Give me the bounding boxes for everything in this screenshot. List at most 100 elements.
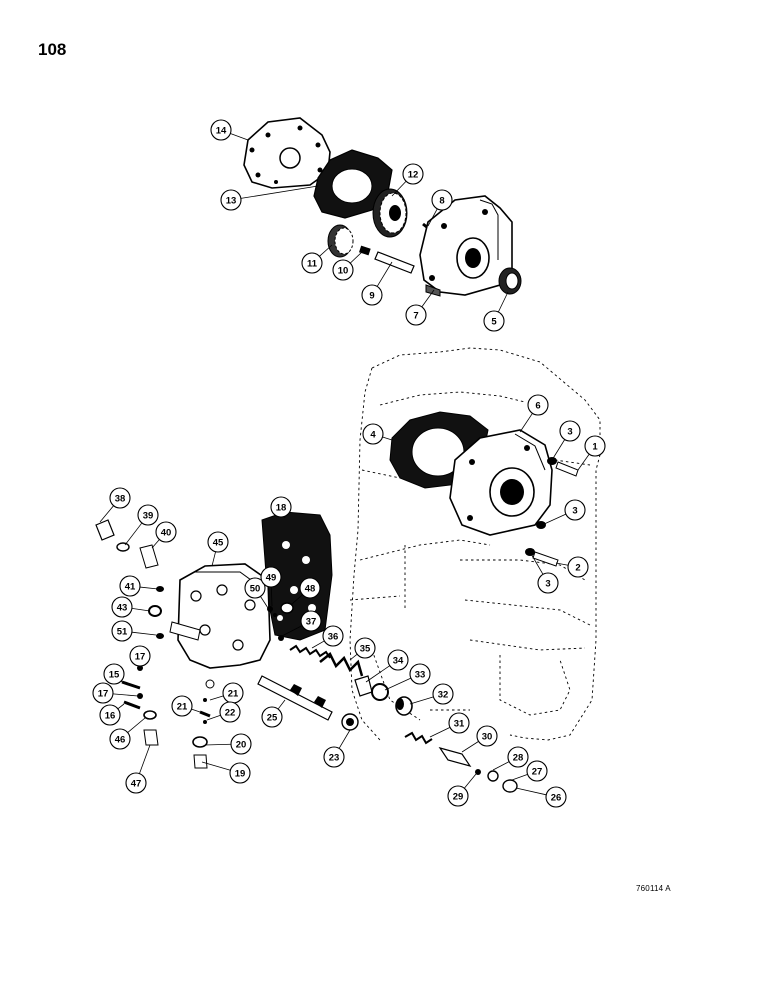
callout-shaft: 9: [361, 284, 383, 306]
callout-circle: [92, 682, 114, 704]
callout-washer-b: 3: [564, 499, 586, 521]
callout-label: 36: [328, 631, 339, 642]
page-number: 108: [38, 40, 67, 59]
leader-line-pump-body-installed: [519, 413, 533, 433]
callout-drive-gear: 11: [301, 252, 323, 274]
callout-label: 17: [135, 651, 146, 662]
callout-label: 21: [228, 688, 239, 699]
callout-label: 29: [453, 791, 464, 802]
callout-oring-39: 39: [137, 504, 159, 526]
callout-label: 20: [236, 739, 247, 750]
callout-circle: [354, 637, 376, 659]
callout-label: 35: [360, 643, 371, 654]
callout-oring-43: 43: [111, 596, 133, 618]
leader-line-oring-27: [511, 774, 528, 781]
leader-line-driven-gear: [391, 180, 407, 197]
leader-line-washer-c: [529, 551, 544, 575]
callout-label: 2: [575, 562, 580, 573]
leader-line-pump-body-exploded: [421, 289, 435, 308]
leader-line-sleeve-23: [338, 729, 351, 749]
leader-line-seal: [497, 291, 509, 313]
callout-circle: [109, 487, 131, 509]
callout-circle: [299, 577, 321, 599]
callout-label: 41: [125, 581, 136, 592]
callout-label: 33: [415, 669, 426, 680]
callout-circle: [119, 575, 141, 597]
callout-label: 22: [225, 707, 236, 718]
retainer-plug-group: [354, 675, 413, 716]
leader-line-key: [349, 251, 363, 264]
callout-circle: [244, 577, 266, 599]
callout-label: 27: [532, 766, 543, 777]
callout-spring-21-b: 21: [171, 695, 193, 717]
callout-circle: [171, 695, 193, 717]
callout-circle: [567, 556, 589, 578]
callout-plug-38: 38: [109, 487, 131, 509]
callout-spring-31: 31: [448, 712, 470, 734]
leader-line-gasket-upper: [240, 185, 319, 199]
callout-circle: [405, 304, 427, 326]
callout-driven-gear: 12: [402, 163, 424, 185]
leader-line-gasket-lower: [382, 436, 393, 441]
callout-circle: [431, 189, 453, 211]
leader-line-washer-b: [541, 513, 567, 526]
sleeve-23: [341, 713, 359, 731]
leader-line-oring-39: [124, 522, 143, 546]
callout-circle: [103, 663, 125, 685]
leader-line-spring-31: [429, 726, 451, 738]
leader-lines: [99, 133, 590, 796]
callout-circle: [155, 521, 177, 543]
leader-line-spring-36: [311, 640, 325, 649]
callout-plug-32: 32: [432, 683, 454, 705]
callout-circle: [409, 663, 431, 685]
driven-gear: [372, 188, 408, 238]
callout-ball-21-a: 21: [222, 682, 244, 704]
callout-circle: [476, 725, 498, 747]
callout-circle: [111, 596, 133, 618]
callout-circle: [229, 762, 251, 784]
callout-capscrew-upper: 1: [584, 435, 606, 457]
callout-label: 34: [393, 655, 404, 666]
leader-line-plug-47: [139, 744, 151, 774]
callout-washer-a: 3: [559, 420, 581, 442]
callout-circle: [526, 760, 548, 782]
leader-line-washer-a: [551, 439, 566, 461]
leader-line-fitting-40: [151, 539, 160, 549]
callout-label: 23: [329, 752, 340, 763]
callout-ball-29: 29: [447, 785, 469, 807]
callout-circle: [483, 310, 505, 332]
callout-cover-plate: 14: [210, 119, 232, 141]
callout-circle: [448, 712, 470, 734]
leader-line-oring-46: [127, 717, 146, 733]
callout-label: 4: [370, 429, 376, 440]
callout-fitting-40: 40: [155, 521, 177, 543]
leader-line-ball-22: [206, 714, 221, 721]
valve-check-parts: [267, 602, 294, 641]
callout-label: 49: [266, 572, 277, 583]
callout-circle: [584, 435, 606, 457]
pump-body-exploded: [419, 195, 513, 297]
callout-label: 39: [143, 510, 154, 521]
callout-label: 46: [115, 734, 126, 745]
leader-line-cover-plate: [230, 133, 249, 141]
callout-oring-46: 46: [109, 728, 131, 750]
callout-label: 30: [482, 731, 493, 742]
callout-circle: [402, 163, 424, 185]
leader-line-pin: [427, 208, 438, 227]
callout-label: 47: [131, 778, 142, 789]
callout-circle: [230, 733, 252, 755]
callout-circle: [301, 252, 323, 274]
callout-seal: 5: [483, 310, 505, 332]
callout-label: 13: [226, 195, 237, 206]
callout-label: 19: [235, 768, 246, 779]
callout-circle: [362, 423, 384, 445]
callout-circle: [109, 728, 131, 750]
callout-label: 12: [408, 169, 419, 180]
callout-plug-51: 51: [111, 620, 133, 642]
callout-circle: [220, 189, 242, 211]
callout-plug-19: 19: [229, 762, 251, 784]
callout-label: 11: [307, 258, 318, 269]
callout-circle: [137, 504, 159, 526]
